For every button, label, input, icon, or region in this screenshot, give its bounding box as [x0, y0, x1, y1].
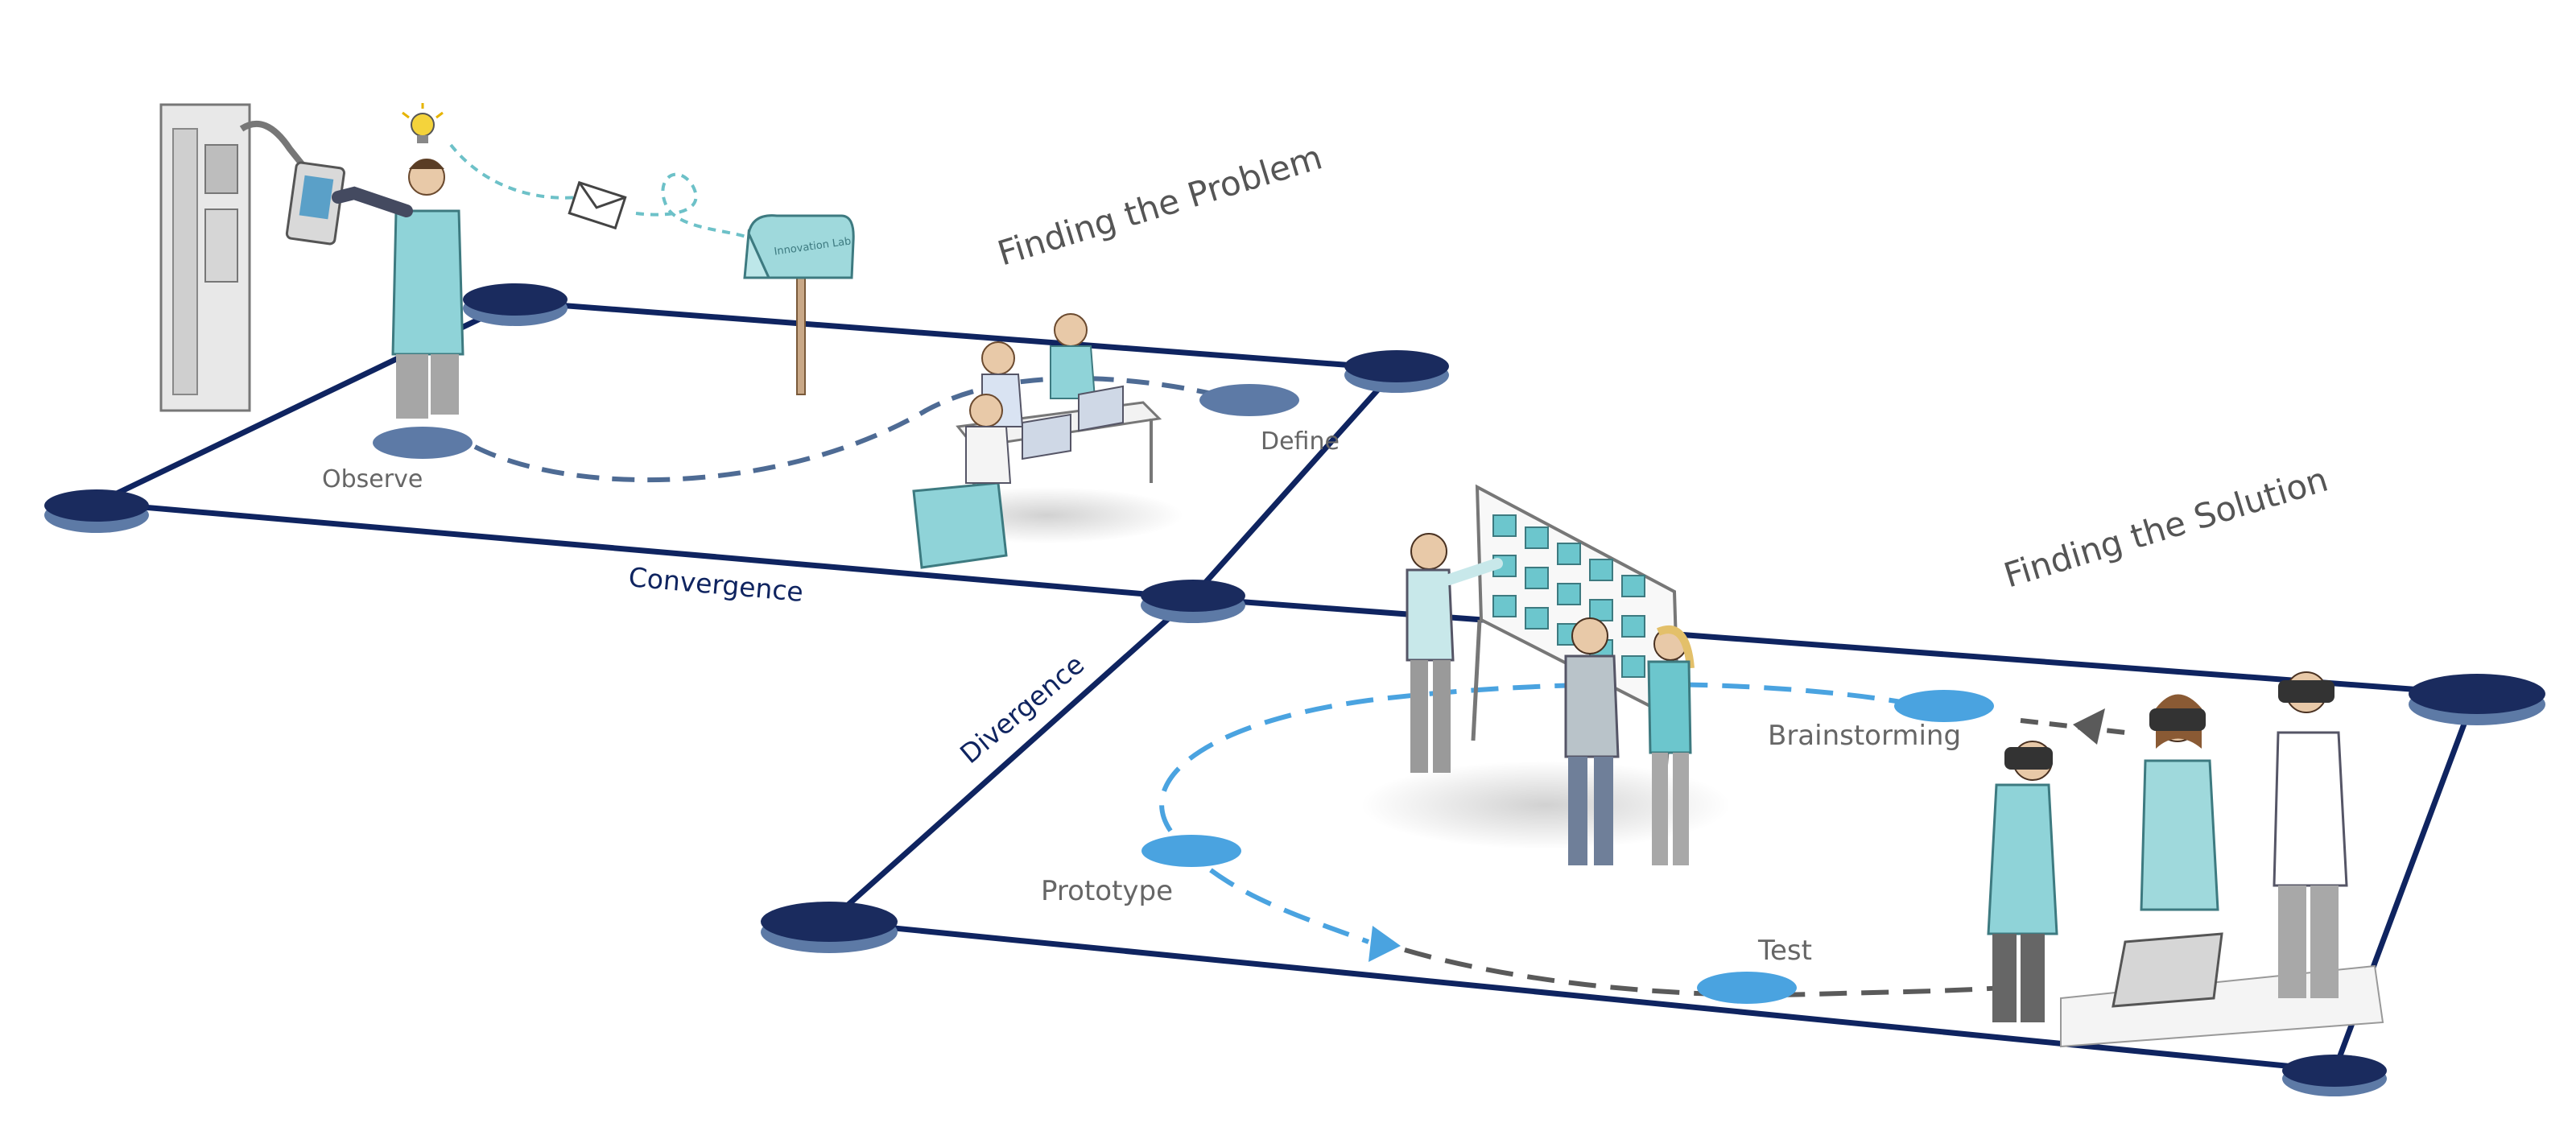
observe-node: [373, 427, 473, 459]
mail-flight-path: [449, 143, 749, 239]
brainstorm-return-path: [2020, 718, 2126, 735]
observe-label: Observe: [322, 465, 423, 493]
vr-team-illustration: [1987, 671, 2384, 1048]
frame-edge-bottom: [826, 919, 2338, 1074]
board-team-illustration: [1360, 484, 1731, 865]
frame-node-7: [2282, 1055, 2387, 1096]
frame-node-1: [463, 283, 568, 326]
problem-frame: [93, 299, 1400, 601]
worker-illustration: [332, 159, 464, 419]
brainstorm-prototype-path: [1159, 682, 1917, 944]
frame-edge-top-2: [1188, 595, 2479, 697]
lightbulb-icon: [402, 103, 444, 143]
frame-node-3: [44, 489, 149, 533]
frame-node-4: [1141, 580, 1245, 623]
frame-edge-right: [1188, 365, 1400, 601]
mailbox-illustration: Innovation Lab: [743, 214, 855, 395]
machine-illustration: [159, 103, 345, 412]
prototype-label: Prototype: [1041, 875, 1173, 907]
solution-frame: [826, 595, 2479, 1074]
prototype-arrow-icon: [1368, 926, 1401, 962]
finding-solution-heading: Finding the Solution: [2000, 460, 2333, 596]
frame-node-6: [2409, 674, 2545, 725]
observe-define-path: [473, 376, 1216, 483]
frame-node-2: [1344, 350, 1449, 393]
test-label: Test: [1757, 935, 1812, 967]
brainstorming-label: Brainstorming: [1768, 720, 1961, 752]
prototype-node: [1141, 835, 1241, 867]
frame-edge-divergence: [826, 595, 1195, 925]
envelope-icon: [568, 180, 627, 230]
frame-edge-top: [512, 299, 1400, 372]
return-arrow-icon: [2073, 708, 2105, 745]
frame-node-5: [761, 902, 898, 953]
test-node: [1697, 972, 1797, 1004]
frame-edge-convergence: [93, 500, 1195, 601]
finding-problem-heading: Finding the Problem: [993, 137, 1327, 273]
define-node: [1199, 384, 1299, 416]
define-label: Define: [1261, 427, 1340, 456]
brainstorming-node: [1894, 690, 1994, 722]
desk-team-illustration: [910, 313, 1183, 569]
convergence-label: Convergence: [627, 561, 804, 608]
